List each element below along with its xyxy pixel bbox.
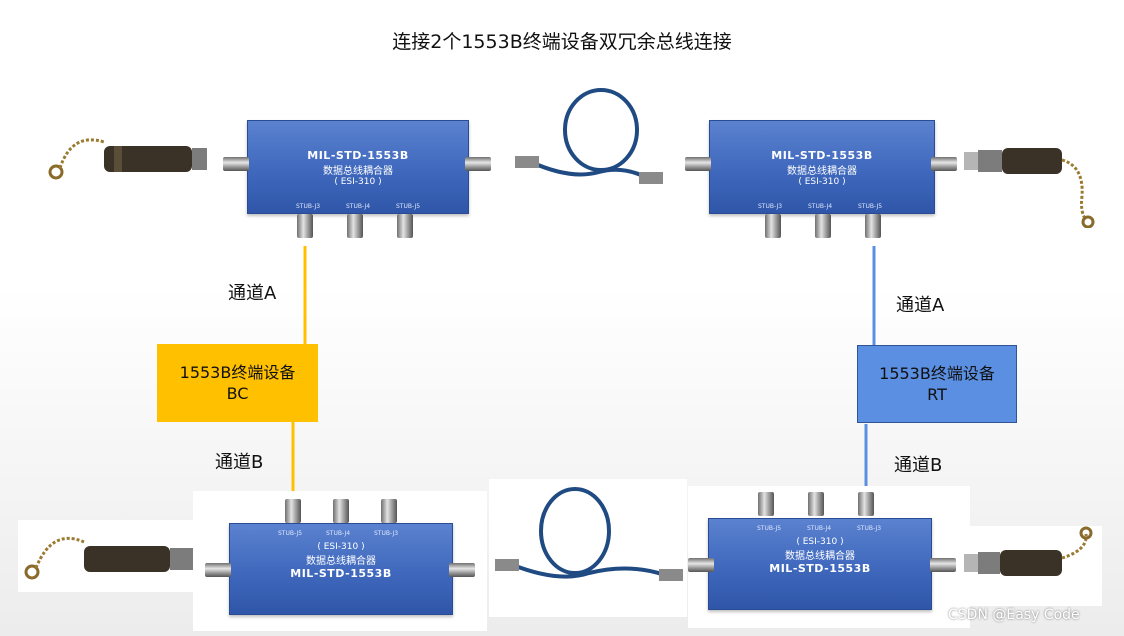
coupler-body: STUB-J5 STUB-J4 STUB-J3 ( ESI-310 ) 数据总线… <box>229 523 453 615</box>
rt-channel-a-label: 通道A <box>896 295 945 316</box>
rt-device-name: 1553B终端设备 <box>879 364 995 383</box>
coupler-part: ( ESI-310 ) <box>334 177 382 187</box>
stub-connector <box>758 492 774 516</box>
stub-label: STUB-J4 <box>808 203 833 210</box>
bus-cable-top <box>511 80 665 202</box>
diagram-title: 连接2个1553B终端设备双冗余总线连接 <box>392 31 732 53</box>
terminator-photo <box>964 526 1093 576</box>
coupler-top-left: MIL-STD-1553B 数据总线耦合器 ( ESI-310 ) STUB-J… <box>207 112 503 246</box>
coupler-name: 数据总线耦合器 <box>785 551 855 562</box>
coupler-model: MIL-STD-1553B <box>771 149 873 162</box>
stub-label: STUB-J5 <box>757 525 782 532</box>
coupler-name: 数据总线耦合器 <box>787 166 857 177</box>
bc-terminal-device: 1553B终端设备 BC <box>157 344 318 422</box>
terminator-photo <box>964 148 1095 229</box>
stub-label: STUB-J5 <box>858 203 883 210</box>
coupler-top-right: MIL-STD-1553B 数据总线耦合器 ( ESI-310 ) STUB-J… <box>673 112 969 246</box>
stub-label: STUB-J3 <box>374 530 399 537</box>
coupler-model: MIL-STD-1553B <box>307 149 409 162</box>
stub-label: STUB-J5 <box>396 203 421 210</box>
stub-connector <box>765 214 781 238</box>
stub-connector <box>381 499 397 523</box>
bus-connector-left <box>205 563 231 577</box>
coupler-model: MIL-STD-1553B <box>769 562 871 575</box>
terminator-photo <box>24 536 214 580</box>
stub-connector <box>285 499 301 523</box>
cable-photo <box>495 487 683 581</box>
stub-connector <box>815 214 831 238</box>
bus-connector-right <box>930 558 956 572</box>
stub-label: STUB-J4 <box>807 525 832 532</box>
stub-connector <box>865 214 881 238</box>
bus-connector-left <box>688 558 714 572</box>
stub-connector <box>397 214 413 238</box>
stub-label: STUB-J4 <box>346 203 371 210</box>
coupler-name: 数据总线耦合器 <box>306 556 376 567</box>
stub-connector <box>333 499 349 523</box>
stub-label: STUB-J4 <box>326 530 351 537</box>
bus-connector-right <box>931 157 957 171</box>
coupler-name: 数据总线耦合器 <box>323 166 393 177</box>
terminator-bottom-left <box>18 520 214 592</box>
coupler-body: MIL-STD-1553B 数据总线耦合器 ( ESI-310 ) STUB-J… <box>709 120 935 214</box>
terminator-top-right <box>964 136 1100 229</box>
rt-channel-b-label: 通道B <box>894 455 943 476</box>
bus-connector-left <box>223 157 249 171</box>
stub-label: STUB-J3 <box>758 203 783 210</box>
stub-connector <box>297 214 313 238</box>
stub-label: STUB-J5 <box>278 530 303 537</box>
coupler-body: MIL-STD-1553B 数据总线耦合器 ( ESI-310 ) STUB-J… <box>247 120 469 214</box>
bus-cable-bottom <box>489 479 687 617</box>
coupler-part: ( ESI-310 ) <box>796 537 844 547</box>
coupler-model: MIL-STD-1553B <box>290 567 392 580</box>
coupler-body: STUB-J5 STUB-J4 STUB-J3 ( ESI-310 ) 数据总线… <box>708 518 932 610</box>
coupler-bottom-left: STUB-J5 STUB-J4 STUB-J3 ( ESI-310 ) 数据总线… <box>193 491 487 631</box>
bc-channel-b-label: 通道B <box>215 452 264 473</box>
stub-connector <box>347 214 363 238</box>
stub-connector <box>808 492 824 516</box>
bc-channel-a-label: 通道A <box>228 283 277 304</box>
cable-photo <box>515 88 663 184</box>
bus-connector-right <box>449 563 475 577</box>
stub-connector <box>858 492 874 516</box>
stub-label: STUB-J3 <box>857 525 882 532</box>
bus-connector-left <box>685 157 711 171</box>
watermark: CSDN @Easy Code <box>948 607 1080 623</box>
coupler-part: ( ESI-310 ) <box>798 177 846 187</box>
rt-device-role: RT <box>927 385 947 404</box>
bc-device-name: 1553B终端设备 <box>179 363 296 382</box>
rt-terminal-device: 1553B终端设备 RT <box>857 345 1017 423</box>
terminator-bottom-right <box>964 526 1102 606</box>
bc-device-role: BC <box>226 384 249 403</box>
coupler-bottom-right: STUB-J5 STUB-J4 STUB-J3 ( ESI-310 ) 数据总线… <box>688 486 970 628</box>
bus-connector-right <box>465 157 491 171</box>
coupler-part: ( ESI-310 ) <box>317 542 365 552</box>
stub-label: STUB-J3 <box>296 203 321 210</box>
